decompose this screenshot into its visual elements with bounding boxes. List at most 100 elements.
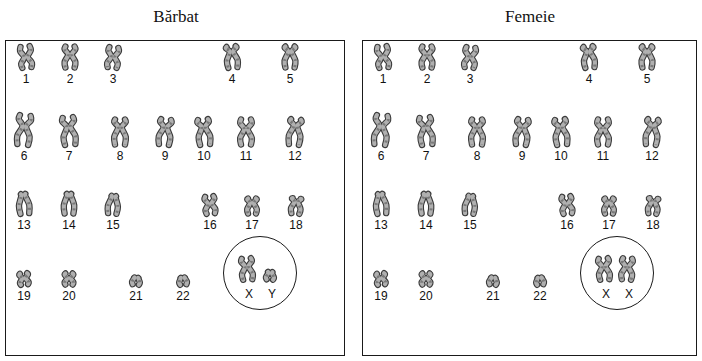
- chromatid: [107, 47, 112, 67]
- chromosome-band: [107, 196, 112, 214]
- chromatid: [648, 198, 652, 213]
- chromatid: [184, 277, 187, 284]
- chromosome-number: 1: [380, 73, 387, 86]
- chromosome-number: 13: [374, 219, 387, 232]
- sex-chromosome-label: Y: [268, 288, 276, 301]
- chromosome-band: [568, 196, 573, 213]
- chromatid: [523, 120, 529, 145]
- chromosome-band: [71, 274, 74, 285]
- chromosome-band: [297, 199, 301, 214]
- chromatid: [114, 120, 118, 145]
- chromatid-outline: [523, 120, 529, 145]
- chromatid-outline: [240, 120, 244, 145]
- chromosome-band: [204, 197, 209, 214]
- chromosome: [288, 119, 302, 145]
- chromosome-band: [114, 48, 119, 68]
- chromatid: [205, 119, 211, 144]
- chromosome: [65, 274, 74, 285]
- chromatid-outline: [628, 259, 633, 280]
- chromatid-outline: [247, 199, 250, 214]
- chromosome: [597, 120, 609, 145]
- chromatid: [562, 119, 568, 144]
- chromatid-outline: [138, 278, 141, 285]
- chromatid: [297, 199, 301, 214]
- chromosome-band: [158, 119, 164, 144]
- chromosome-band: [654, 199, 658, 214]
- chromosome: [18, 194, 30, 214]
- chromatid: [611, 199, 614, 214]
- sex-chromosome-label: X: [602, 288, 610, 301]
- chromosome-band: [248, 258, 253, 279]
- chromatid-outline: [479, 120, 483, 145]
- chromosome: [179, 277, 187, 285]
- chromosome: [421, 194, 432, 214]
- chromosome: [158, 119, 172, 145]
- chromatid: [107, 196, 112, 214]
- chromatid: [479, 120, 483, 145]
- chromosome-band: [645, 119, 651, 144]
- chromosome-number: 16: [560, 219, 573, 232]
- chromatid: [211, 196, 216, 213]
- chromatid: [292, 47, 296, 68]
- chromatid-outline: [27, 46, 32, 67]
- chromosome-band: [427, 117, 434, 144]
- chromosome: [422, 274, 431, 285]
- chromosome-band: [20, 47, 25, 68]
- chromosome-band: [382, 273, 386, 284]
- chromosome-number: 17: [602, 219, 615, 232]
- chromosome-number: 18: [646, 219, 659, 232]
- chromosome-number: 3: [110, 73, 117, 86]
- chromosome-number: 17: [245, 219, 258, 232]
- chromosome-band: [562, 119, 568, 144]
- chromatid-outline: [421, 194, 424, 214]
- chromatid-outline: [464, 196, 469, 214]
- chromosome-band: [604, 199, 607, 214]
- chromosome-band: [285, 47, 289, 68]
- chromosome: [19, 273, 29, 285]
- chromosome-band: [515, 119, 521, 144]
- chromosome-number: 1: [23, 73, 30, 86]
- chromatid-outline: [64, 194, 67, 214]
- chromatid: [197, 120, 203, 145]
- chromosome-number: 19: [17, 290, 30, 303]
- chromosome-band: [421, 194, 424, 214]
- chromatid: [233, 46, 239, 67]
- chromatid: [254, 199, 257, 214]
- chromatid: [471, 120, 475, 145]
- chromosome-band: [597, 120, 601, 145]
- chromosome-band: [18, 194, 23, 214]
- chromosome-band: [642, 47, 646, 68]
- chromatid: [428, 274, 431, 285]
- chromatid: [536, 278, 539, 285]
- chromatid: [590, 46, 596, 67]
- chromosome-band: [598, 259, 603, 280]
- chromosome-band: [288, 119, 294, 144]
- chromosome-band: [479, 120, 483, 145]
- chromosome: [62, 117, 76, 145]
- chromatid: [373, 115, 380, 144]
- chromatid-outline: [254, 199, 257, 214]
- chromosome: [376, 273, 386, 285]
- karyotype-panel: FemeieXX: [362, 40, 697, 356]
- chromatid-outline: [292, 47, 296, 68]
- chromatid-outline: [590, 46, 596, 67]
- chromatid-outline: [107, 47, 112, 67]
- chromatid: [642, 47, 646, 68]
- chromosome: [226, 46, 239, 68]
- chromosome-band: [122, 120, 126, 145]
- chromatid: [419, 118, 426, 145]
- chromatid: [132, 277, 135, 284]
- chromosome-number: 8: [117, 150, 124, 163]
- chromatid: [471, 196, 476, 214]
- chromosome-band: [211, 196, 216, 213]
- chromosome-band: [291, 198, 295, 213]
- chromosome: [464, 196, 476, 214]
- chromatid-outline: [653, 120, 659, 145]
- chromatid: [64, 194, 67, 214]
- chromosome-band: [611, 199, 614, 214]
- chromatid: [422, 274, 425, 285]
- chromatid-outline: [285, 47, 289, 68]
- chromosome: [266, 272, 274, 280]
- chromatid: [649, 47, 653, 68]
- chromatid: [70, 117, 77, 144]
